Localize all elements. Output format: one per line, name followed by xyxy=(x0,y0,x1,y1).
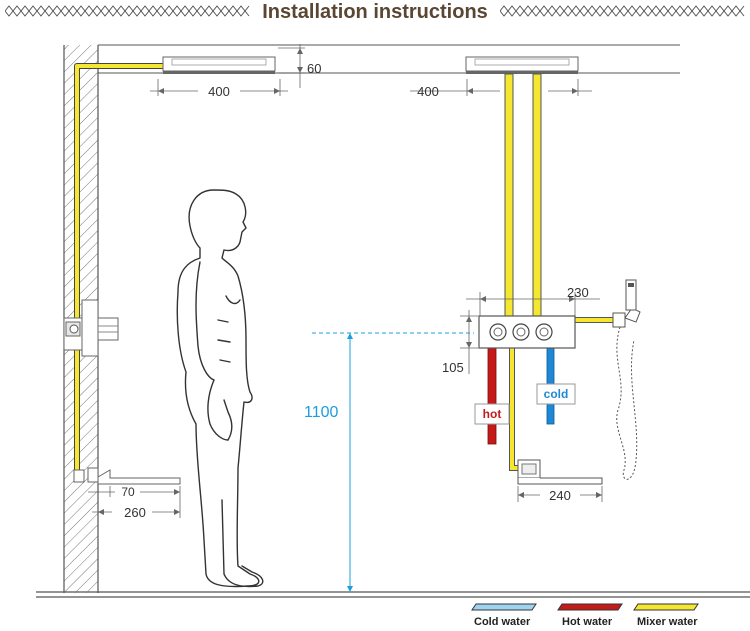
left-head-width-dimension xyxy=(150,79,288,96)
left-wall-mixer xyxy=(63,299,119,357)
left-overhead-shower xyxy=(162,56,276,74)
hot-pipe-label: hot xyxy=(483,407,502,421)
left-ceiling-offset-label: 60 xyxy=(307,61,321,76)
left-head-width-label: 400 xyxy=(208,84,230,99)
cold-label-box xyxy=(536,383,576,405)
left-spout-total-label: 260 xyxy=(124,505,146,520)
right-spout-reach-label: 240 xyxy=(549,488,571,503)
legend-item-cold-water: Cold water xyxy=(471,603,537,628)
hot-label-box xyxy=(474,403,510,425)
left-spout-reach-label: 70 xyxy=(121,485,135,499)
header: Installation instructions xyxy=(0,0,750,28)
right-zigzag-border xyxy=(500,5,745,17)
right-overhead-shower xyxy=(465,56,579,74)
human-figure xyxy=(176,189,264,588)
hand-shower xyxy=(612,279,641,480)
hot-pipe xyxy=(487,347,497,445)
right-spout-dimension xyxy=(517,486,603,502)
legend: Cold water Hot water Mixer water xyxy=(471,603,699,628)
legend-label-hot-water: Hot water xyxy=(562,616,613,628)
panel-height-label: 105 xyxy=(442,360,464,375)
legend-label-cold-water: Cold water xyxy=(474,616,531,628)
panel-mount-height-dimension xyxy=(312,332,474,592)
mixer-panel xyxy=(478,315,576,349)
panel-mount-height-label: 1100 xyxy=(304,404,339,421)
left-ceiling-offset-dimension xyxy=(278,44,305,88)
left-zigzag-border xyxy=(5,5,250,17)
panel-height-dimension xyxy=(460,310,478,374)
legend-item-mixer-water: Mixer water xyxy=(633,603,699,628)
left-spout-dimensions xyxy=(88,486,181,518)
panel-width-dimension xyxy=(466,292,600,316)
right-floor-spout xyxy=(517,459,603,485)
cold-pipe-label: cold xyxy=(544,387,569,401)
page-title: Installation instructions xyxy=(262,1,488,23)
right-mixer-pipes xyxy=(504,73,542,317)
panel-width-label: 230 xyxy=(567,285,589,300)
legend-label-mixer-water: Mixer water xyxy=(637,616,698,628)
right-head-width-dimension xyxy=(410,79,592,96)
legend-item-hot-water: Hot water xyxy=(557,603,623,628)
right-head-width-label: 400 xyxy=(417,84,439,99)
floor xyxy=(36,591,750,598)
left-floor-spout xyxy=(73,467,181,485)
